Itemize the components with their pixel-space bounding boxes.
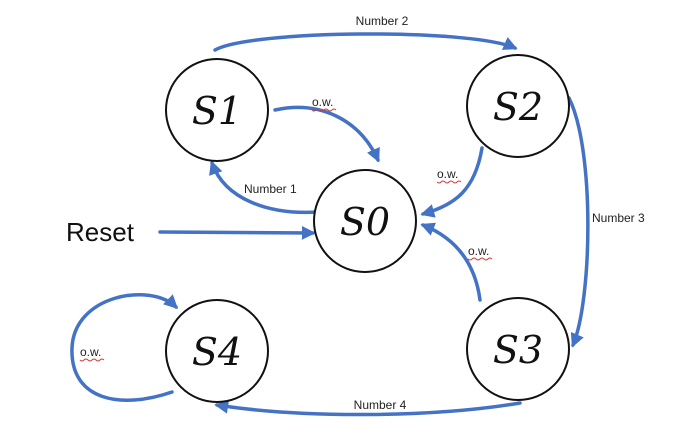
spellcheck-underline	[467, 257, 493, 261]
edge-reset	[158, 225, 316, 240]
state-s1: S1	[165, 58, 269, 162]
state-s3: S3	[466, 297, 570, 401]
edge-s2-s3	[567, 96, 590, 348]
spellcheck-underline	[436, 180, 462, 184]
state-s0: S0	[313, 169, 417, 273]
state-label: S4	[192, 330, 242, 374]
reset-label: Reset	[66, 217, 135, 247]
edge-label-number-4: Number 4	[354, 398, 407, 412]
state-label: S1	[192, 89, 242, 133]
edge-s1-s2	[213, 32, 518, 52]
edge-s3-s0	[420, 222, 482, 302]
state-s2: S2	[466, 54, 570, 158]
state-s4: S4	[165, 299, 269, 403]
edge-label-number-3: Number 3	[592, 211, 645, 225]
edge-label-ow-s4-self: o.w.	[80, 345, 101, 359]
edge-label-number-2: Number 2	[356, 14, 409, 28]
edge-s1-s0	[273, 105, 380, 163]
edge-label-number-1: Number 1	[244, 182, 297, 196]
edge-label-ow-s3-s0: o.w.	[468, 244, 489, 258]
edge-s3-s4	[214, 399, 522, 417]
spellcheck-underline	[79, 358, 105, 362]
state-label: S3	[493, 328, 543, 372]
edge-s2-s0	[420, 146, 484, 218]
spellcheck-underline	[311, 108, 337, 112]
edge-label-ow-s1-s0: o.w.	[312, 95, 333, 109]
state-label: S0	[340, 200, 390, 244]
state-label: S2	[493, 85, 543, 129]
edge-s0-s1	[209, 160, 320, 215]
edge-label-ow-s2-s0: o.w.	[437, 167, 458, 181]
edge-s4-self	[70, 293, 179, 403]
